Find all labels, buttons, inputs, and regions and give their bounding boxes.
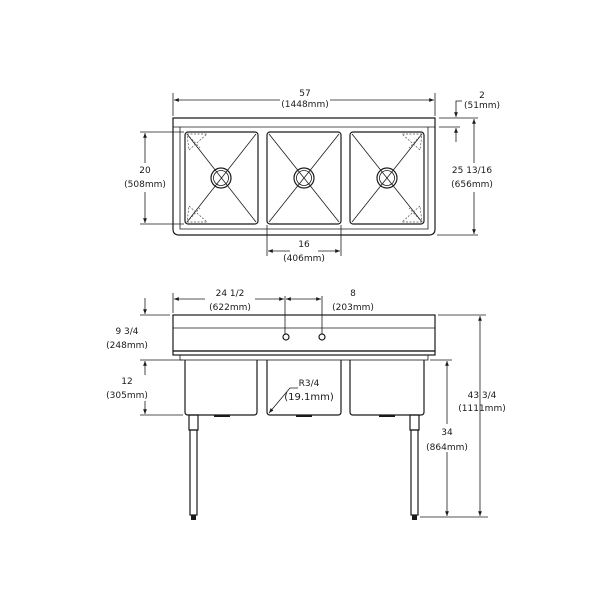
dim-corner-radius: R3/4 (19.1mm) <box>268 379 334 414</box>
dim-label-mm: (656mm) <box>451 180 493 190</box>
dim-label-mm: (1111mm) <box>458 404 505 414</box>
dim-rim-height: 34 (864mm) <box>420 359 488 518</box>
dim-label-mm: (19.1mm) <box>284 392 334 403</box>
dim-label: 20 <box>139 166 151 176</box>
top-outline <box>172 117 436 236</box>
bowl-left-front <box>184 360 258 416</box>
dim-bowl-width: 16 (406mm) <box>266 225 342 264</box>
dim-overall-height: 43 3/4 (1111mm) <box>438 314 506 516</box>
leg-right <box>409 414 420 520</box>
leg-left <box>188 414 199 520</box>
dim-label: 12 <box>121 377 132 387</box>
dim-label-mm: (248mm) <box>106 341 148 351</box>
dim-label: R3/4 <box>299 379 320 389</box>
dim-overall-depth: 25 13/16 (656mm) <box>437 119 493 236</box>
dim-overall-width: 57 (1448mm) <box>172 89 436 116</box>
dim-label-mm: (864mm) <box>426 443 468 453</box>
dim-backsplash: 2 (51mm) <box>439 91 500 142</box>
dim-label: 25 13/16 <box>452 166 493 176</box>
dim-label-mm: (305mm) <box>106 391 148 401</box>
dim-label: 43 3/4 <box>468 391 497 401</box>
bowl-right <box>349 131 425 225</box>
top-view: 57 (1448mm) 2 (51mm) 25 13/16 (656mm) 20… <box>124 89 500 264</box>
dim-label: 24 1/2 <box>216 289 245 299</box>
dim-bowl-height: 12 (305mm) <box>106 359 183 416</box>
dim-label: 16 <box>298 240 310 250</box>
dim-label-mm: (51mm) <box>464 101 500 111</box>
bowl-middle <box>266 131 342 225</box>
dim-backsplash-height: 9 3/4 (248mm) <box>106 298 170 351</box>
dim-label-mm: (406mm) <box>283 254 325 264</box>
inner-rim <box>179 127 429 230</box>
dim-label-mm: (203mm) <box>332 303 374 313</box>
dim-label-mm: (1448mm) <box>281 100 328 110</box>
faucet-hole <box>318 333 326 341</box>
dim-label: 8 <box>350 289 356 299</box>
dim-faucet: 24 1/2 (622mm) 8 (203mm) <box>172 289 374 334</box>
backsplash-front <box>172 314 436 352</box>
dim-bowl-depth: 20 (508mm) <box>124 131 184 225</box>
front-view: 24 1/2 (622mm) 8 (203mm) 9 3/4 (248mm) 1… <box>106 289 506 520</box>
dim-label: 34 <box>441 428 453 438</box>
dim-label-mm: (508mm) <box>124 180 166 190</box>
dim-label: 9 3/4 <box>115 327 138 337</box>
bowl-right-front <box>349 360 425 416</box>
faucet-hole <box>282 333 290 341</box>
dim-label: 2 <box>479 91 485 101</box>
dim-label-mm: (622mm) <box>209 303 251 313</box>
dim-label: 57 <box>299 89 310 99</box>
bowl-left <box>184 131 259 225</box>
